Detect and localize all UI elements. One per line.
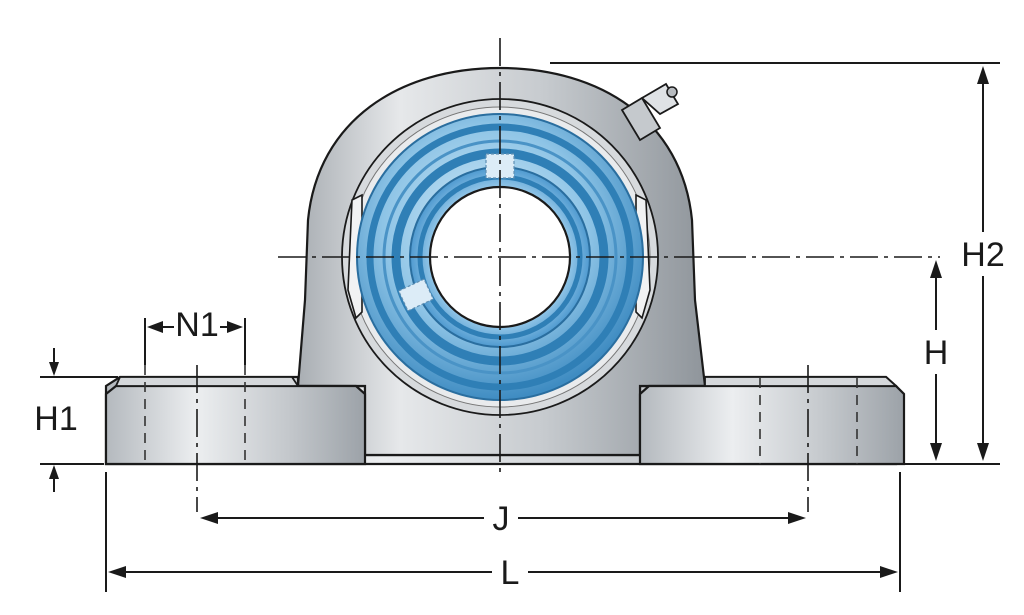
set-screw-side [397, 278, 435, 312]
j-label: J [493, 500, 510, 538]
right-foot [638, 384, 906, 466]
l-label: L [501, 554, 520, 592]
h2-label: H2 [961, 236, 1004, 274]
h1-label: H1 [34, 400, 77, 438]
grease-nipple [620, 82, 680, 142]
h-label: H [924, 334, 949, 372]
n1-label: N1 [175, 306, 218, 344]
